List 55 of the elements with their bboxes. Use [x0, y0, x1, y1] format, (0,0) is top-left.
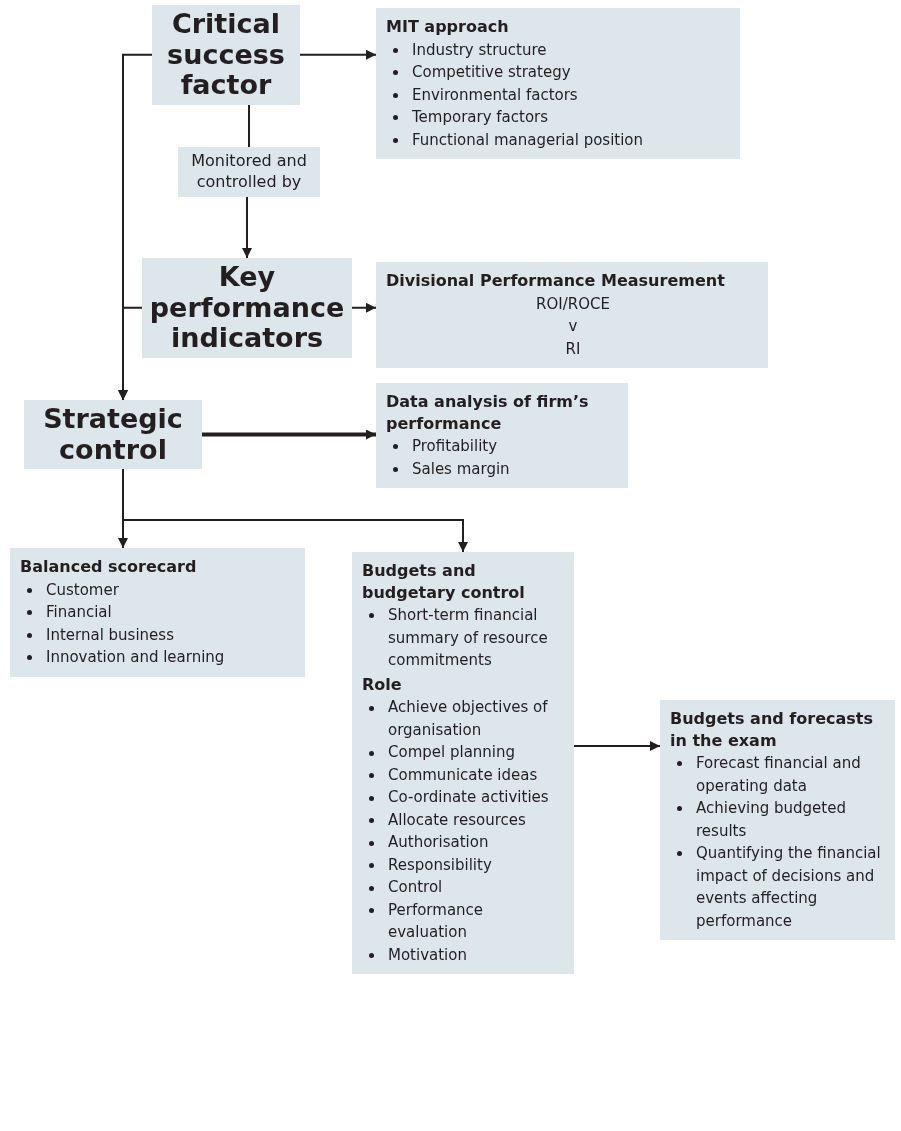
bullet-item: Responsibility	[388, 855, 492, 874]
bullet-item: Innovation and learning	[46, 648, 225, 667]
bullet-item: Performance evaluation	[388, 900, 484, 942]
bullet-item: Achieving budgeted results	[696, 799, 846, 840]
bullet-item: Allocate resources	[388, 810, 526, 829]
box-heading: Divisional Performance Measurement	[386, 270, 726, 292]
note-box	[178, 147, 320, 197]
bullet-item: Competitive strategy	[412, 63, 571, 82]
box-heading: Data analysis of firm’s performance	[386, 391, 590, 435]
bullet-item: Financial	[46, 603, 112, 622]
node-title: Strategic control	[42, 404, 184, 465]
bullet-item: Sales margin	[412, 459, 510, 478]
bullet-item: Temporary factors	[412, 108, 549, 127]
info-box	[352, 552, 574, 975]
bullet-item: Control	[388, 878, 443, 897]
concept-box	[152, 5, 300, 105]
note-text: Monitored and controlled by	[190, 151, 308, 193]
bullet-item: Profitability	[412, 437, 498, 456]
bullet-item: Achieve objectives of organisation	[388, 698, 548, 739]
connector-line	[248, 103, 250, 148]
arrow	[242, 195, 252, 259]
bullet-item: Short-term financial summary of resource commitments	[388, 606, 548, 670]
bullet-item: Functional managerial position	[412, 130, 644, 149]
measure-text: RI	[564, 338, 582, 360]
box-heading: Budgets and budgetary control	[362, 560, 526, 604]
box-heading: Budgets and forecasts in the exam	[670, 708, 874, 752]
bullet-item: Internal business	[46, 625, 174, 644]
bullet-item: Authorisation	[388, 833, 489, 852]
info-box	[376, 8, 740, 160]
bullet-item: Forecast financial and operating data	[696, 754, 861, 795]
info-box	[376, 262, 768, 369]
arrow	[118, 306, 143, 401]
bullet-item: Customer	[46, 580, 119, 599]
arrow	[351, 302, 377, 313]
info-box	[660, 700, 895, 941]
bullet-item: Communicate ideas	[388, 765, 538, 784]
bullet-item: Quantifying the financial impact of decisions and events affecting performance	[696, 844, 881, 930]
measure-text: v	[567, 316, 579, 338]
arrow	[573, 741, 661, 751]
box-heading: Role	[362, 673, 403, 696]
arrow	[202, 429, 376, 440]
bullet-item: Environmental factors	[412, 85, 578, 104]
concept-box	[24, 400, 202, 469]
node-title: Key performance indicators	[148, 262, 346, 354]
bullet-item: Co-ordinate activities	[388, 788, 549, 807]
bullet-item: Industry structure	[412, 40, 547, 59]
measure-text: ROI/ROCE	[535, 293, 611, 315]
info-box	[376, 383, 628, 489]
bullet-item: Compel planning	[388, 743, 516, 762]
box-heading: MIT approach	[386, 16, 510, 38]
arrow	[299, 49, 377, 60]
bullet-item: Motivation	[388, 945, 467, 964]
node-title: Critical success factor	[166, 9, 286, 101]
box-heading: Balanced scorecard	[20, 556, 198, 578]
info-box	[10, 548, 305, 677]
